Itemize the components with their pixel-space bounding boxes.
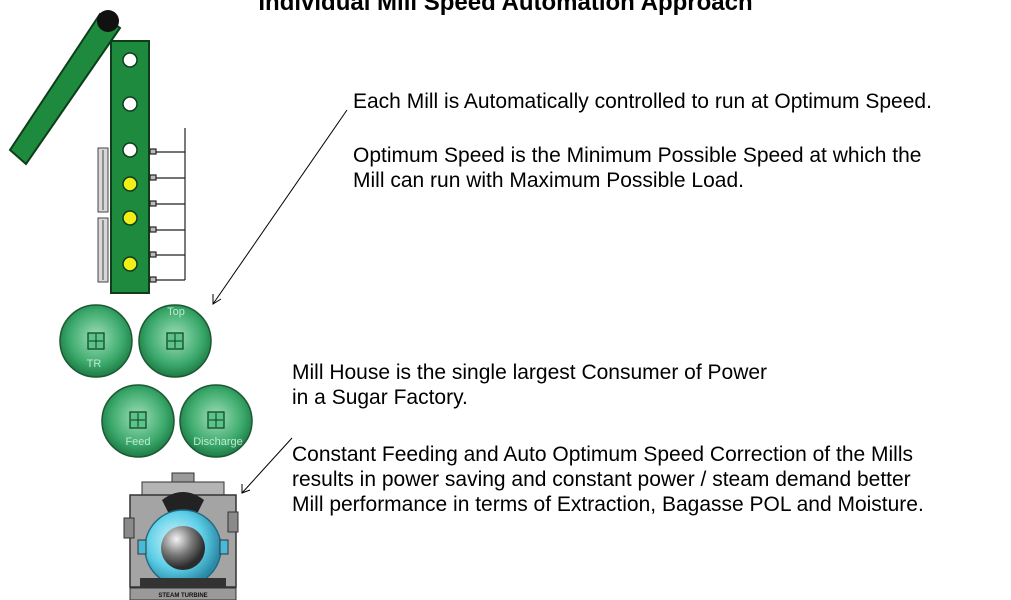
- roller-label-top: Top: [167, 306, 185, 318]
- side-plates: [97, 147, 109, 283]
- pointer-arrows: [212, 109, 348, 494]
- note-power-consumer-1: Mill House is the single largest Consume…: [292, 361, 768, 384]
- roller-top: Top: [138, 304, 212, 378]
- turbine-label: STEAM TURBINE: [158, 593, 207, 599]
- indicator-yellow: [122, 256, 138, 272]
- steam-turbine: STEAM TURBINE: [123, 472, 239, 600]
- inclined-chute: [8, 10, 122, 166]
- indicator-white: [122, 52, 138, 68]
- page-title: Individual Mill Speed Automation Approac…: [258, 0, 753, 16]
- indicator-yellow: [122, 210, 138, 226]
- note-benefits-2: results in power saving and constant pow…: [292, 468, 911, 491]
- sensor-probes: [149, 128, 186, 283]
- roller-label-discharge: Discharge: [193, 436, 243, 448]
- roller-label-tr: TR: [87, 358, 102, 370]
- note-benefits-1: Constant Feeding and Auto Optimum Speed …: [292, 443, 913, 466]
- feed-column: [110, 40, 150, 294]
- indicator-white: [122, 96, 138, 112]
- chute-pivot: [97, 10, 119, 32]
- note-definition-2: Mill can run with Maximum Possible Load.: [353, 169, 744, 192]
- note-optimum-speed: Each Mill is Automatically controlled to…: [353, 90, 932, 113]
- note-benefits-3: Mill performance in terms of Extraction,…: [292, 493, 924, 516]
- roller-tr: TR: [59, 304, 133, 378]
- indicator-white: [122, 142, 138, 158]
- note-definition-1: Optimum Speed is the Minimum Possible Sp…: [353, 144, 922, 167]
- roller-feed: Feed: [101, 384, 175, 458]
- column-indicators: [122, 52, 138, 272]
- indicator-yellow: [122, 176, 138, 192]
- roller-label-feed: Feed: [125, 436, 150, 448]
- note-power-consumer-2: in a Sugar Factory.: [292, 386, 468, 409]
- roller-discharge: Discharge: [179, 384, 253, 458]
